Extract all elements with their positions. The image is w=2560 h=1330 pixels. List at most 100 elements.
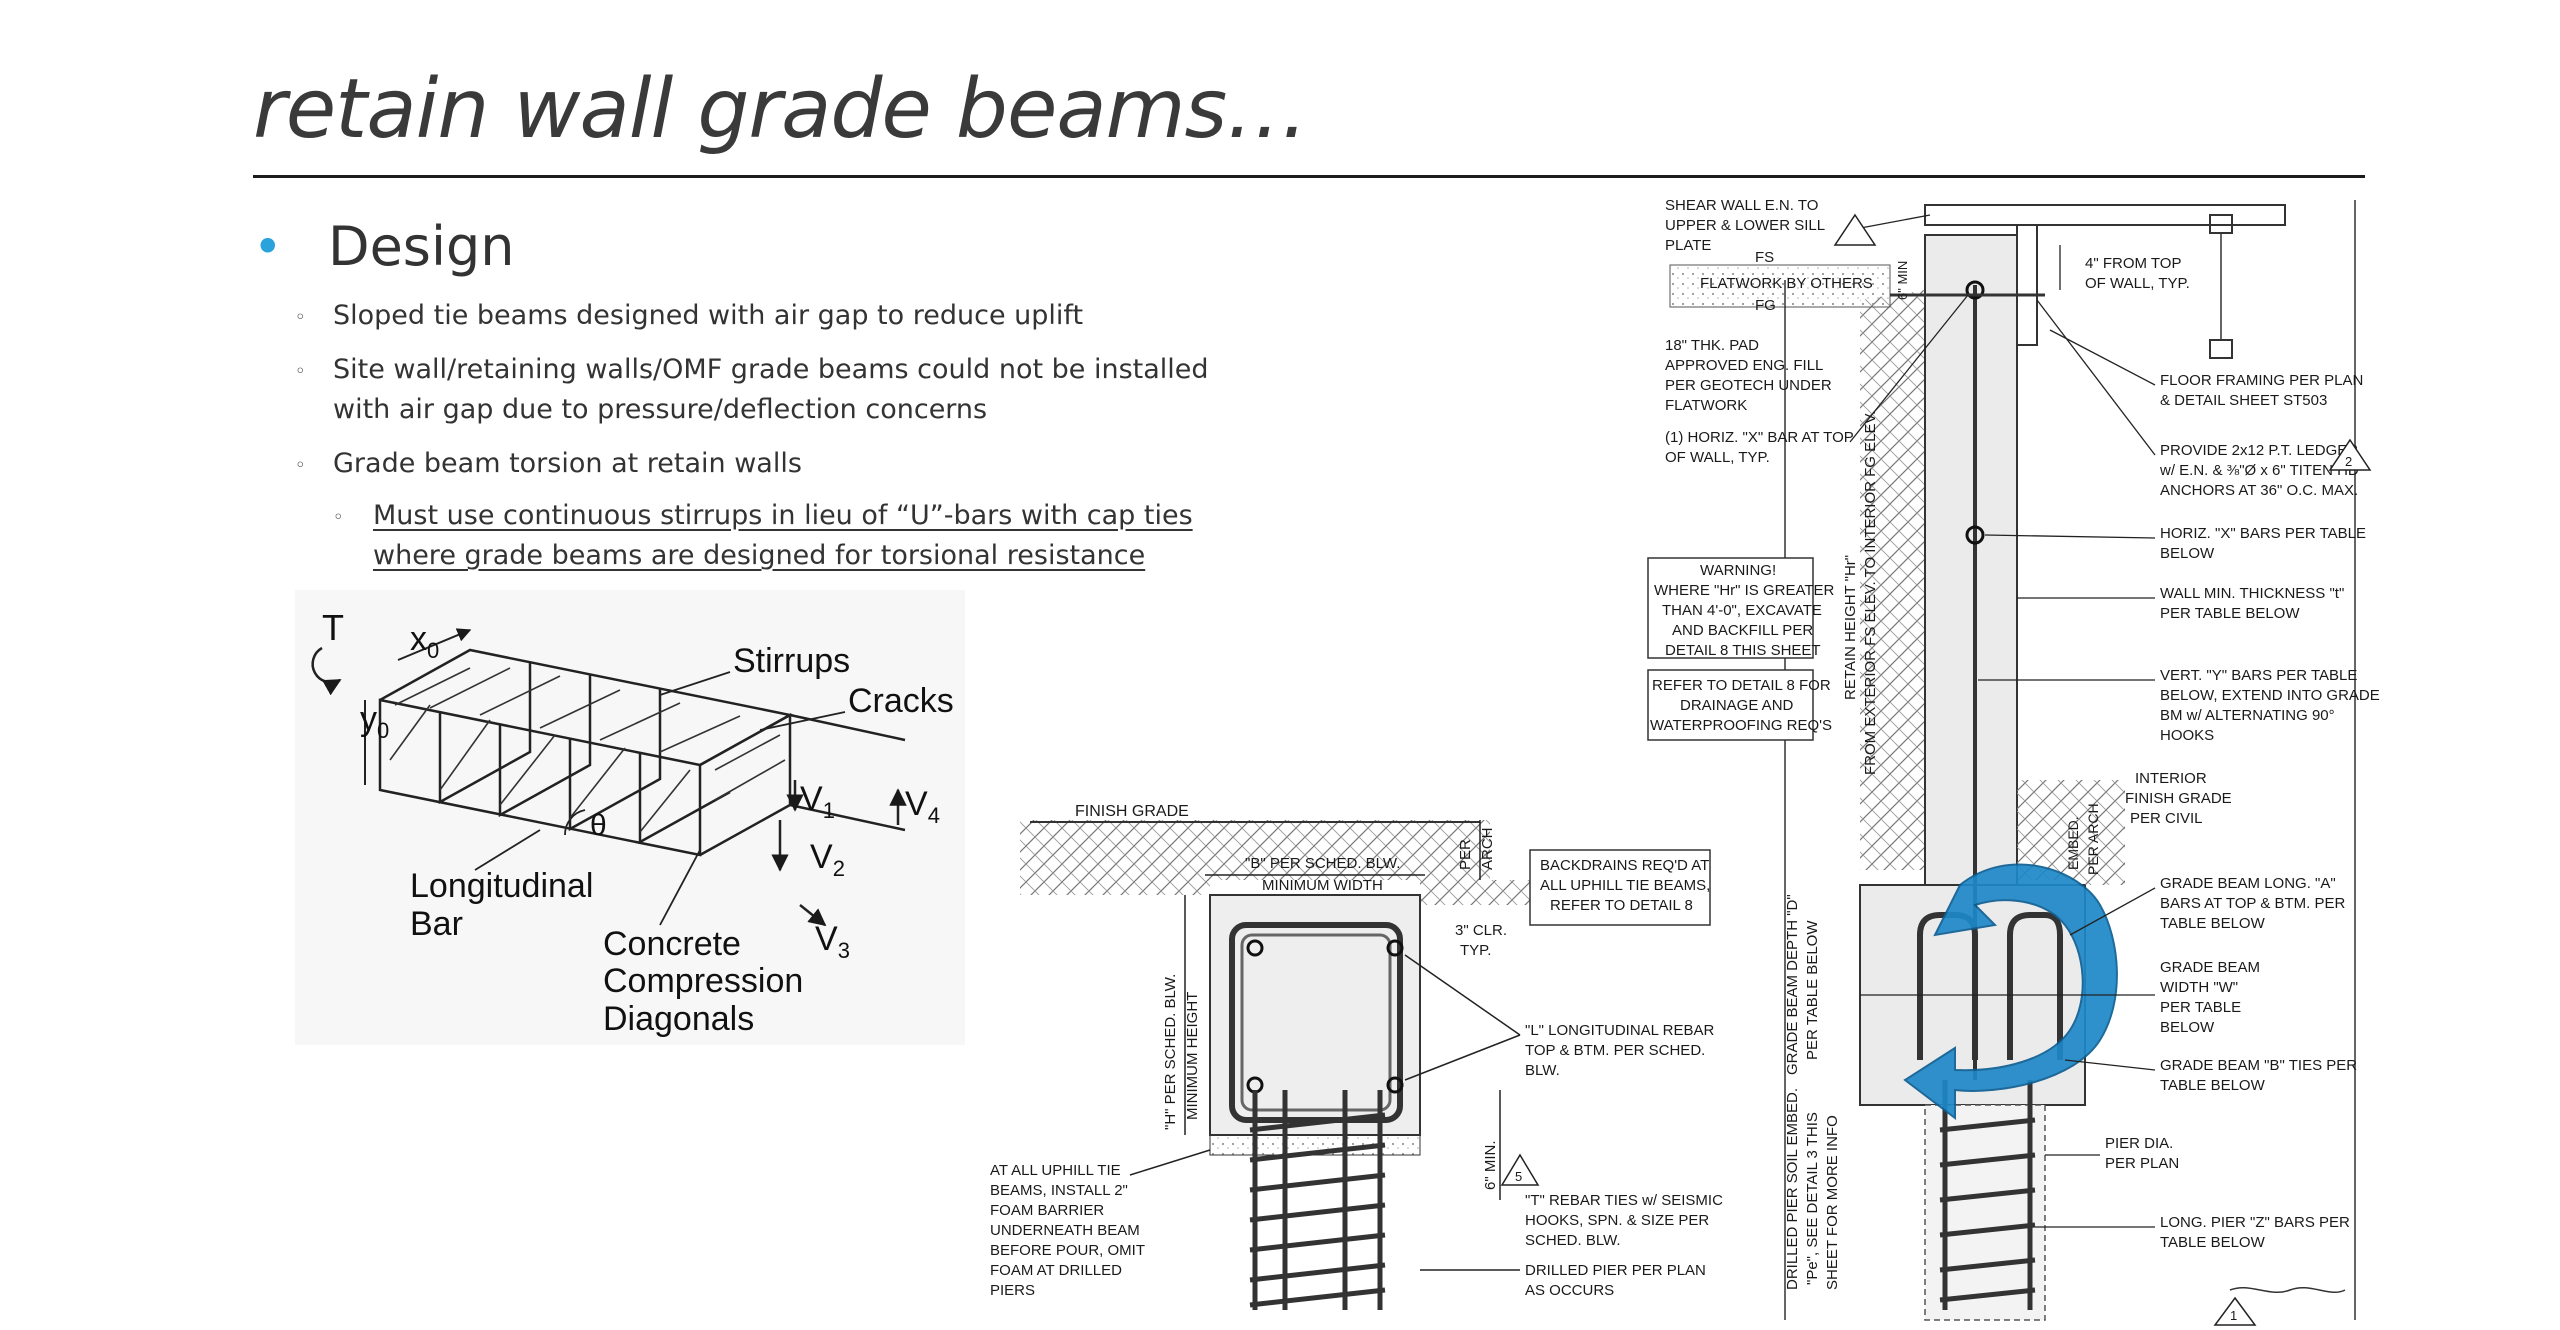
warning-line: AND BACKFILL PER <box>1672 622 1813 639</box>
l-rebar-line: BLW. <box>1525 1062 1560 1079</box>
gb-long-line: BARS AT TOP & BTM. PER <box>2160 895 2346 912</box>
per-arch-label: PER <box>1457 839 1474 870</box>
backdrains-line: REFER TO DETAIL 8 <box>1550 897 1693 914</box>
crack-lines <box>389 667 786 833</box>
bullet-item: ◦ Grade beam torsion at retain walls <box>253 444 1253 484</box>
concrete-leader <box>659 849 701 926</box>
pad-line: 18" THK. PAD <box>1665 337 1759 354</box>
gb-width-line: GRADE BEAM <box>2160 959 2260 976</box>
x0-label: x0 <box>410 620 439 663</box>
detail-tag-number: 5 <box>1515 1169 1522 1184</box>
refer-line: REFER TO DETAIL 8 FOR <box>1652 677 1831 694</box>
tag-triangle <box>2328 438 2372 471</box>
retain-height-label: RETAIN HEIGHT "Hr" <box>1842 555 1859 700</box>
t-ties-line: SCHED. BLW. <box>1525 1232 1621 1249</box>
l-rebar-leader <box>1404 954 1521 1081</box>
uphill-line: BEFORE POUR, OMIT <box>990 1242 1145 1259</box>
horiz-top-leader <box>1849 294 1969 443</box>
vert-y-line: HOOKS <box>2160 727 2214 744</box>
bar-label: Bar <box>410 905 463 943</box>
interior-soil-hatch <box>2017 780 2125 885</box>
min-height-label: MINIMUM HEIGHT <box>1184 992 1201 1120</box>
torque-arrow <box>311 646 342 696</box>
clr-label: 3" CLR. <box>1455 922 1507 939</box>
interior-line: FINISH GRADE <box>2125 790 2232 807</box>
stirrups-label: Stirrups <box>733 642 850 680</box>
theta-arc <box>564 809 586 836</box>
ledger-line: ANCHORS AT 36" O.C. MAX. <box>2160 482 2358 499</box>
shear-wall-line: SHEAR WALL E.N. TO <box>1665 197 1818 214</box>
slide-title: retain wall grade beams… <box>253 62 1308 157</box>
long-pier-line: LONG. PIER "Z" BARS PER <box>2160 1214 2350 1231</box>
long-bar <box>1386 939 1404 957</box>
bullet-sub-text: Must use continuous stirrups in lieu of … <box>373 500 1193 531</box>
beam-box-outline <box>378 648 906 857</box>
v2-label: V2 <box>810 838 845 881</box>
horiz-x-line: BELOW <box>2160 545 2215 562</box>
v3-label: V3 <box>815 920 850 963</box>
bullet-list: • Design ◦ Sloped tie beams designed wit… <box>253 212 1253 576</box>
wall-thk-line: PER TABLE BELOW <box>2160 605 2300 622</box>
drilled-pier-rebar <box>1249 1090 1386 1310</box>
refer-box <box>1647 669 1814 741</box>
t-ties-line: HOOKS, SPN. & SIZE PER <box>1525 1212 1709 1229</box>
bullet-sub-item: ◦ Must use continuous stirrups in lieu o… <box>253 496 1253 576</box>
horiz-bar-top <box>1965 280 1985 300</box>
six-min-label: 6" MIN. <box>1482 1141 1499 1191</box>
ledger-line: PROVIDE 2x12 P.T. LEDGER <box>2160 442 2358 459</box>
retaining-wall-concrete <box>1924 234 2018 896</box>
gb-long-line: GRADE BEAM LONG. "A" <box>2160 875 2336 892</box>
rebar-tie-inner <box>1240 933 1392 1112</box>
gb-ties-line: TABLE BELOW <box>2160 1077 2266 1094</box>
tag-triangle <box>1833 213 1877 246</box>
detail-tag-triangle <box>1500 1153 1540 1186</box>
pad-line: PER GEOTECH UNDER <box>1665 377 1832 394</box>
stirrups-leader <box>659 671 731 696</box>
pier-dia-line: PER PLAN <box>2105 1155 2179 1172</box>
fs-label: FS <box>1755 249 1774 266</box>
drilled-pier-line: AS OCCURS <box>1525 1282 1614 1299</box>
bullet-design-text: Design <box>328 215 515 278</box>
l-rebar-line: TOP & BTM. PER SCHED. <box>1525 1042 1705 1059</box>
soil-hatch <box>1020 820 1620 905</box>
long-bar <box>1246 939 1264 957</box>
shear-wall-line: UPPER & LOWER SILL <box>1665 217 1825 234</box>
gb-width-line: WIDTH "W" <box>2160 979 2238 996</box>
horiz-top-line: (1) HORIZ. "X" BAR AT TOP <box>1665 429 1854 446</box>
drilled-pier-line: DRILLED PIER PER PLAN <box>1525 1262 1706 1279</box>
v1-label: V1 <box>800 780 835 823</box>
backdrains-line: ALL UPHILL TIE BEAMS, <box>1540 877 1710 894</box>
per-arch-label: PER ARCH <box>2085 803 2101 875</box>
torsion-arrow <box>1903 863 2118 1121</box>
bullet-dot-icon: • <box>253 218 283 276</box>
horiz-top-line: OF WALL, TYP. <box>1665 449 1770 466</box>
horiz-x-line: HORIZ. "X" BARS PER TABLE <box>2160 525 2366 542</box>
fg-label: FG <box>1755 297 1776 314</box>
gb-width-line: PER TABLE <box>2160 999 2241 1016</box>
torsion-diagram: T x0 y0 Stirrups Cracks θ V1 V2 V3 V4 Lo… <box>295 590 965 1045</box>
interior-line: PER CIVIL <box>2130 810 2203 827</box>
tag-number-bottom: 1 <box>2230 1308 2237 1323</box>
warning-title: WARNING! <box>1700 562 1776 579</box>
bullet-item-text: with air gap due to pressure/deflection … <box>333 394 988 425</box>
ledger <box>2016 224 2038 346</box>
uphill-line: FOAM BARRIER <box>990 1202 1104 1219</box>
per-arch2-label: ARCH <box>1479 827 1496 870</box>
v4-label: V4 <box>905 785 940 828</box>
uphill-line: PIERS <box>990 1282 1035 1299</box>
diagonals-label: Diagonals <box>603 1000 754 1038</box>
x0-dimension <box>397 628 472 661</box>
pier-dia-line: PIER DIA. <box>2105 1135 2173 1152</box>
vert-y-line: VERT. "Y" BARS PER TABLE <box>2160 667 2357 684</box>
h-per-sched-label: "H" PER SCHED. BLW. <box>1162 974 1179 1130</box>
gb-per-table-label: PER TABLE BELOW <box>1804 920 1821 1060</box>
backdrains-line: BACKDRAINS REQ'D AT <box>1540 857 1709 874</box>
break-line <box>2229 1286 2346 1294</box>
warning-box <box>1647 557 1814 659</box>
rebar-tie-outer <box>1229 922 1403 1123</box>
bullet-item-text: Grade beam torsion at retain walls <box>333 448 802 479</box>
pier-rebar <box>1939 1080 2036 1310</box>
theta-label: θ <box>590 809 607 842</box>
vert-y-line: BM w/ ALTERNATING 90° <box>2160 707 2335 724</box>
